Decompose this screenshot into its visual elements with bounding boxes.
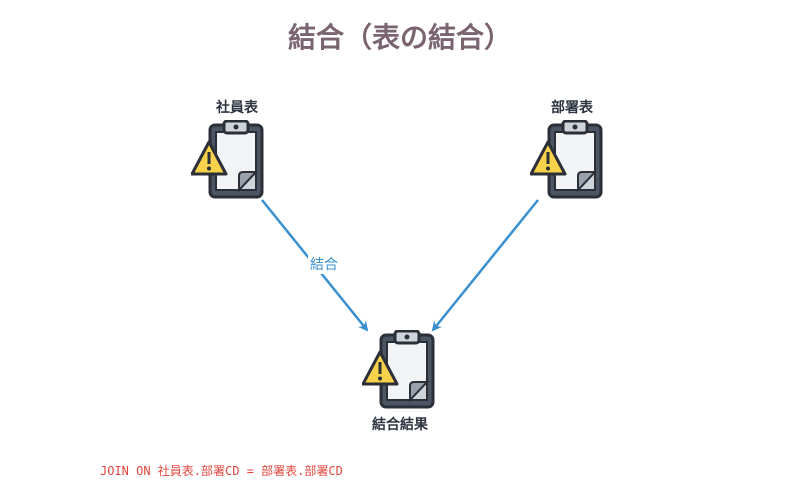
node-label-employee: 社員表 — [216, 100, 258, 116]
clipboard-warning-icon — [191, 120, 264, 199]
edge-department-to-result — [431, 199, 539, 332]
clipboard-warning-icon — [362, 330, 435, 409]
join-condition-note: JOIN ON 社員表.部署CD = 部署表.部署CD — [100, 464, 343, 478]
clipboard-warning-icon — [530, 120, 603, 199]
diagram-title: 結合（表の結合） — [287, 21, 512, 54]
node-label-result: 結合結果 — [372, 417, 428, 433]
edge-label-join: 結合 — [308, 254, 340, 274]
node-label-department: 部署表 — [551, 100, 593, 116]
